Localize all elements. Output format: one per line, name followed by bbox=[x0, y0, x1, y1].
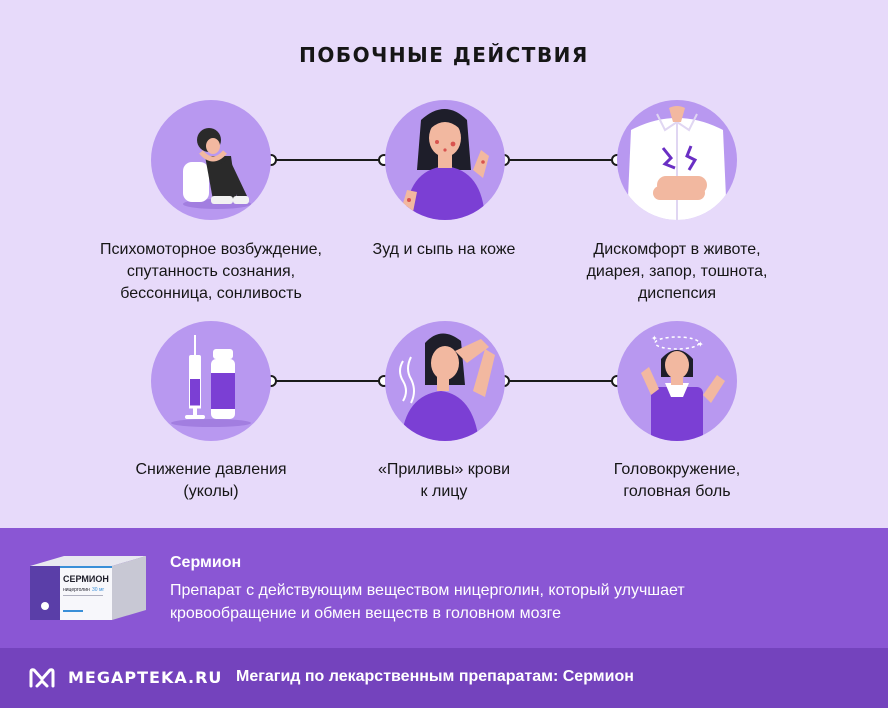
product-info-band: СЕРМИОН ницерголин 30 мг Сермион Препара… bbox=[0, 528, 888, 648]
caption-line: диспепсия bbox=[637, 285, 717, 302]
box-dose: 30 мг bbox=[92, 587, 104, 593]
connector-line bbox=[270, 159, 384, 161]
caption-line: диарея, запор, тошнота, bbox=[586, 263, 768, 280]
caption-line: «Приливы» крови bbox=[377, 461, 511, 478]
medicine-box-image: СЕРМИОН ницерголин 30 мг bbox=[28, 552, 148, 622]
effect-caption: Психомоторное возбуждение, спутанность с… bbox=[71, 239, 351, 305]
caption-line: Дискомфорт в животе, bbox=[593, 241, 761, 258]
caption-line: Зуд и сыпь на коже bbox=[372, 241, 516, 258]
caption-line: бессонница, сонливость bbox=[120, 285, 302, 302]
syringe-vial-icon bbox=[151, 321, 271, 441]
caption-line: Снижение давления bbox=[135, 461, 287, 478]
effect-caption: «Приливы» крови к лицу bbox=[324, 459, 564, 503]
connector-line bbox=[503, 159, 617, 161]
svg-text:✦: ✦ bbox=[651, 334, 658, 343]
skin-rash-icon bbox=[385, 100, 505, 220]
svg-text:✦: ✦ bbox=[697, 340, 704, 349]
box-brand: СЕРМИОН bbox=[63, 574, 109, 584]
effect-caption: Головокружение, головная боль bbox=[557, 459, 797, 503]
megapteka-logo-icon[interactable] bbox=[28, 666, 56, 690]
side-effects-panel: ПОБОЧНЫЕ ДЕЙСТВИЯ bbox=[71, 43, 807, 503]
description-line: Препарат с действующим веществом ницерго… bbox=[170, 582, 685, 599]
footer-band: MEGAPTEKA.RU Мегагид по лекарственным пр… bbox=[0, 648, 888, 708]
caption-line: Психомоторное возбуждение, bbox=[100, 241, 322, 258]
caption-line: к лицу bbox=[420, 483, 468, 500]
stomach-pain-icon bbox=[617, 100, 737, 220]
page-title: ПОБОЧНЫЕ ДЕЙСТВИЯ bbox=[299, 43, 589, 67]
connector-line bbox=[503, 380, 617, 382]
anxious-person-icon bbox=[151, 100, 271, 220]
caption-line: Головокружение, bbox=[613, 461, 741, 478]
product-name: Сермион bbox=[170, 554, 242, 571]
dizzy-person-icon: ✦ ✦ bbox=[617, 321, 737, 441]
connector-line bbox=[270, 380, 384, 382]
caption-line: спутанность сознания, bbox=[126, 263, 296, 280]
product-description: Препарат с действующим веществом ницерго… bbox=[170, 579, 850, 625]
effect-caption: Снижение давления (уколы) bbox=[91, 459, 331, 503]
effect-caption: Дискомфорт в животе, диарея, запор, тошн… bbox=[547, 239, 807, 305]
caption-line: головная боль bbox=[623, 483, 731, 500]
hot-flush-icon bbox=[385, 321, 505, 441]
logo-text[interactable]: MEGAPTEKA.RU bbox=[68, 668, 223, 687]
description-line: кровообращение и обмен веществ в головно… bbox=[170, 605, 562, 622]
box-ingredient: ницерголин bbox=[63, 587, 90, 593]
footer-tagline: Мегагид по лекарственным препаратам: Сер… bbox=[236, 668, 634, 685]
caption-line: (уколы) bbox=[183, 483, 239, 500]
effect-caption: Зуд и сыпь на коже bbox=[324, 239, 564, 261]
